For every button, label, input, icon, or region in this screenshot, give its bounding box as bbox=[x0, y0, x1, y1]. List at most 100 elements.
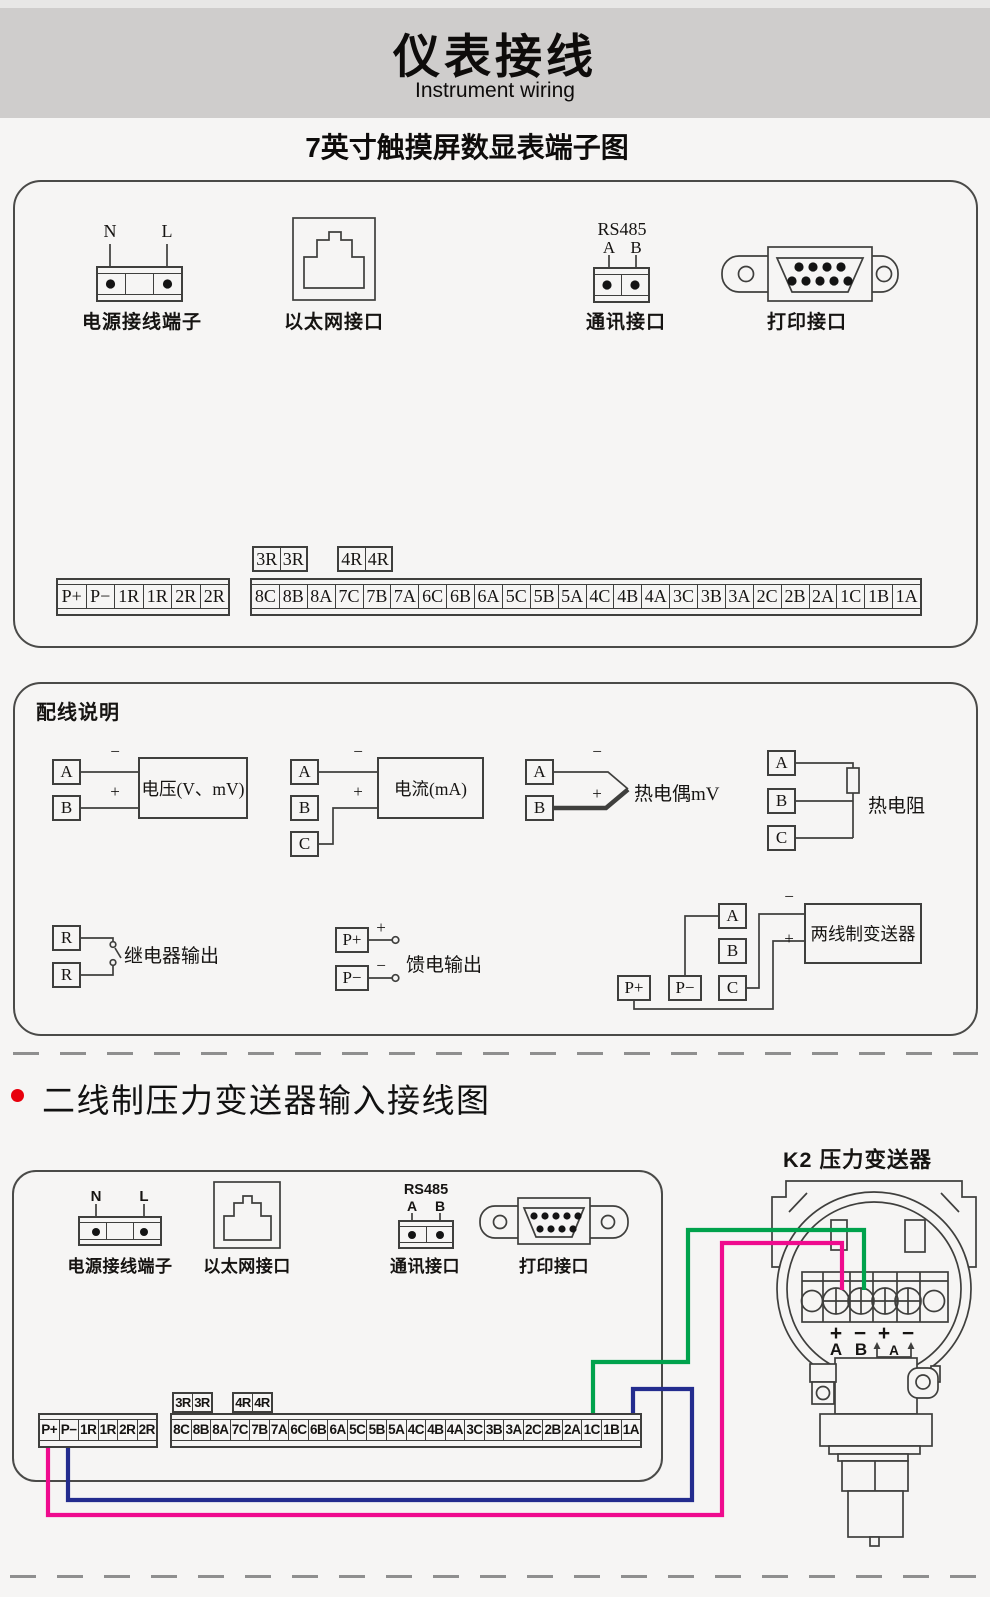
tc-minus: − bbox=[592, 742, 602, 761]
tw-plus: + bbox=[784, 929, 794, 948]
terminal-cell: 6B bbox=[309, 1420, 329, 1440]
dashed-separator bbox=[13, 1052, 978, 1055]
k2-transmitter-title: K2 压力变送器 bbox=[783, 1148, 932, 1172]
terminal-cell: 2C bbox=[524, 1420, 544, 1440]
printer-port-label: 打印接口 bbox=[766, 312, 847, 333]
terminal-cell: 4C bbox=[587, 585, 615, 608]
rs485-b-label: B bbox=[630, 238, 642, 257]
pressure-section-title: 二线制压力变送器输入接线图 bbox=[42, 1082, 491, 1119]
tw-terminal-a: A bbox=[718, 903, 747, 929]
transmitter-a-label: A bbox=[829, 1340, 843, 1359]
voltage-plus: + bbox=[110, 782, 120, 801]
ethernet-port-icon bbox=[292, 217, 376, 301]
rs485-label: RS485 bbox=[597, 219, 647, 239]
terminal-cell: 3R bbox=[174, 1394, 193, 1411]
terminal-cell: 8A bbox=[211, 1420, 231, 1440]
terminal-cell: 7C bbox=[231, 1420, 251, 1440]
relay-terminal-r2: R bbox=[52, 962, 81, 988]
power-n-label: N bbox=[103, 221, 117, 241]
wiring-guide-box bbox=[13, 682, 978, 1036]
tc-terminal-b: B bbox=[525, 795, 554, 821]
bullet-icon bbox=[11, 1089, 24, 1102]
terminal-cell: 3C bbox=[670, 585, 698, 608]
terminal-cell: 5C bbox=[348, 1420, 368, 1440]
dashed-separator-bottom bbox=[10, 1575, 982, 1578]
tw-terminal-pplus: P+ bbox=[617, 975, 651, 1001]
terminal-cell: 4B bbox=[426, 1420, 446, 1440]
terminal-dots bbox=[105, 279, 640, 290]
terminal-cell: 4A bbox=[446, 1420, 466, 1440]
terminal-cell: 1B bbox=[602, 1420, 622, 1440]
terminal-cell: 6C bbox=[419, 585, 448, 608]
rs485-terminal-icon bbox=[608, 255, 637, 268]
tc-plus: + bbox=[592, 784, 602, 803]
page-banner: 仪表接线 Instrument wiring bbox=[0, 8, 990, 118]
page-subtitle: Instrument wiring bbox=[415, 79, 575, 102]
terminal-cell: 2R bbox=[138, 1422, 156, 1437]
transmitter-sign: − bbox=[901, 1322, 915, 1345]
terminal-cell: 3B bbox=[485, 1420, 505, 1440]
terminal-cell: 8B bbox=[280, 585, 308, 608]
terminal-cell: 1B bbox=[865, 585, 894, 608]
terminal-cell: 5A bbox=[559, 585, 587, 608]
tw-terminal-c: C bbox=[718, 975, 747, 1001]
terminal-cell: 6C bbox=[289, 1420, 309, 1440]
rs485-a-label: A bbox=[602, 238, 616, 257]
current-plus: + bbox=[353, 782, 363, 801]
current-terminal-b: B bbox=[290, 795, 319, 821]
terminal-cell: 3B bbox=[698, 585, 726, 608]
ethernet-port-icon-2 bbox=[213, 1181, 281, 1249]
feed-wiring-lines bbox=[369, 935, 400, 983]
terminal-cell: 5A bbox=[387, 1420, 407, 1440]
terminal-cell: 4R bbox=[339, 548, 366, 570]
terminal-cell: 4B bbox=[614, 585, 643, 608]
transmitter-bracket-a-label: A bbox=[889, 1343, 899, 1358]
terminal-cell: P− bbox=[60, 1420, 79, 1440]
terminal-dots-2 bbox=[92, 1228, 444, 1239]
terminal-cell: P+ bbox=[58, 585, 87, 608]
power-l-label-2: L bbox=[139, 1188, 149, 1205]
ethernet-port-label-2: 以太网接口 bbox=[203, 1257, 291, 1276]
tc-label: 热电偶mV bbox=[634, 784, 720, 805]
terminal-cell: 4C bbox=[407, 1420, 427, 1440]
terminal-cell: 8B bbox=[192, 1420, 212, 1440]
blue-wire-1a-to-pminus bbox=[65, 1386, 695, 1503]
terminal-cell: 8C bbox=[172, 1420, 192, 1440]
rtd-wiring-lines bbox=[796, 762, 860, 839]
terminal-cell: 3A bbox=[726, 585, 754, 608]
power-l-label: L bbox=[161, 221, 173, 241]
transmitter-sign: + bbox=[877, 1322, 891, 1345]
rs485-a-label-2: A bbox=[406, 1198, 418, 1214]
page-title: 仪表接线 bbox=[393, 30, 597, 83]
terminal-cell: 1R bbox=[115, 585, 144, 608]
current-terminal-c: C bbox=[290, 831, 319, 857]
tw-minus: − bbox=[784, 887, 794, 906]
top-strip bbox=[0, 0, 990, 8]
current-box: 电流(mA) bbox=[377, 757, 484, 819]
terminal-cell: 6A bbox=[328, 1420, 348, 1440]
terminal-cell: 3C bbox=[465, 1420, 485, 1440]
transmitter-b-label: B bbox=[854, 1340, 868, 1359]
transmitter-sign: − bbox=[853, 1322, 867, 1345]
terminal-cell: 6A bbox=[475, 585, 503, 608]
terminal-cell: 7A bbox=[391, 585, 420, 608]
terminal-cell: 2A bbox=[810, 585, 838, 608]
comm-terminal-block-2 bbox=[398, 1220, 454, 1249]
terminal-cell: 2A bbox=[563, 1420, 583, 1440]
voltage-box: 电压(V、mV) bbox=[138, 757, 248, 819]
terminal-cell: 3R bbox=[282, 549, 304, 569]
terminal-cell: 7A bbox=[270, 1420, 290, 1440]
printer-port-icon bbox=[721, 246, 899, 302]
terminal-cell: 1A bbox=[895, 586, 918, 606]
terminal-cell: 2C bbox=[754, 585, 782, 608]
terminal-cell: 4A bbox=[642, 585, 671, 608]
current-minus: − bbox=[353, 742, 363, 761]
rs485-terminal-icon-2 bbox=[411, 1213, 441, 1221]
